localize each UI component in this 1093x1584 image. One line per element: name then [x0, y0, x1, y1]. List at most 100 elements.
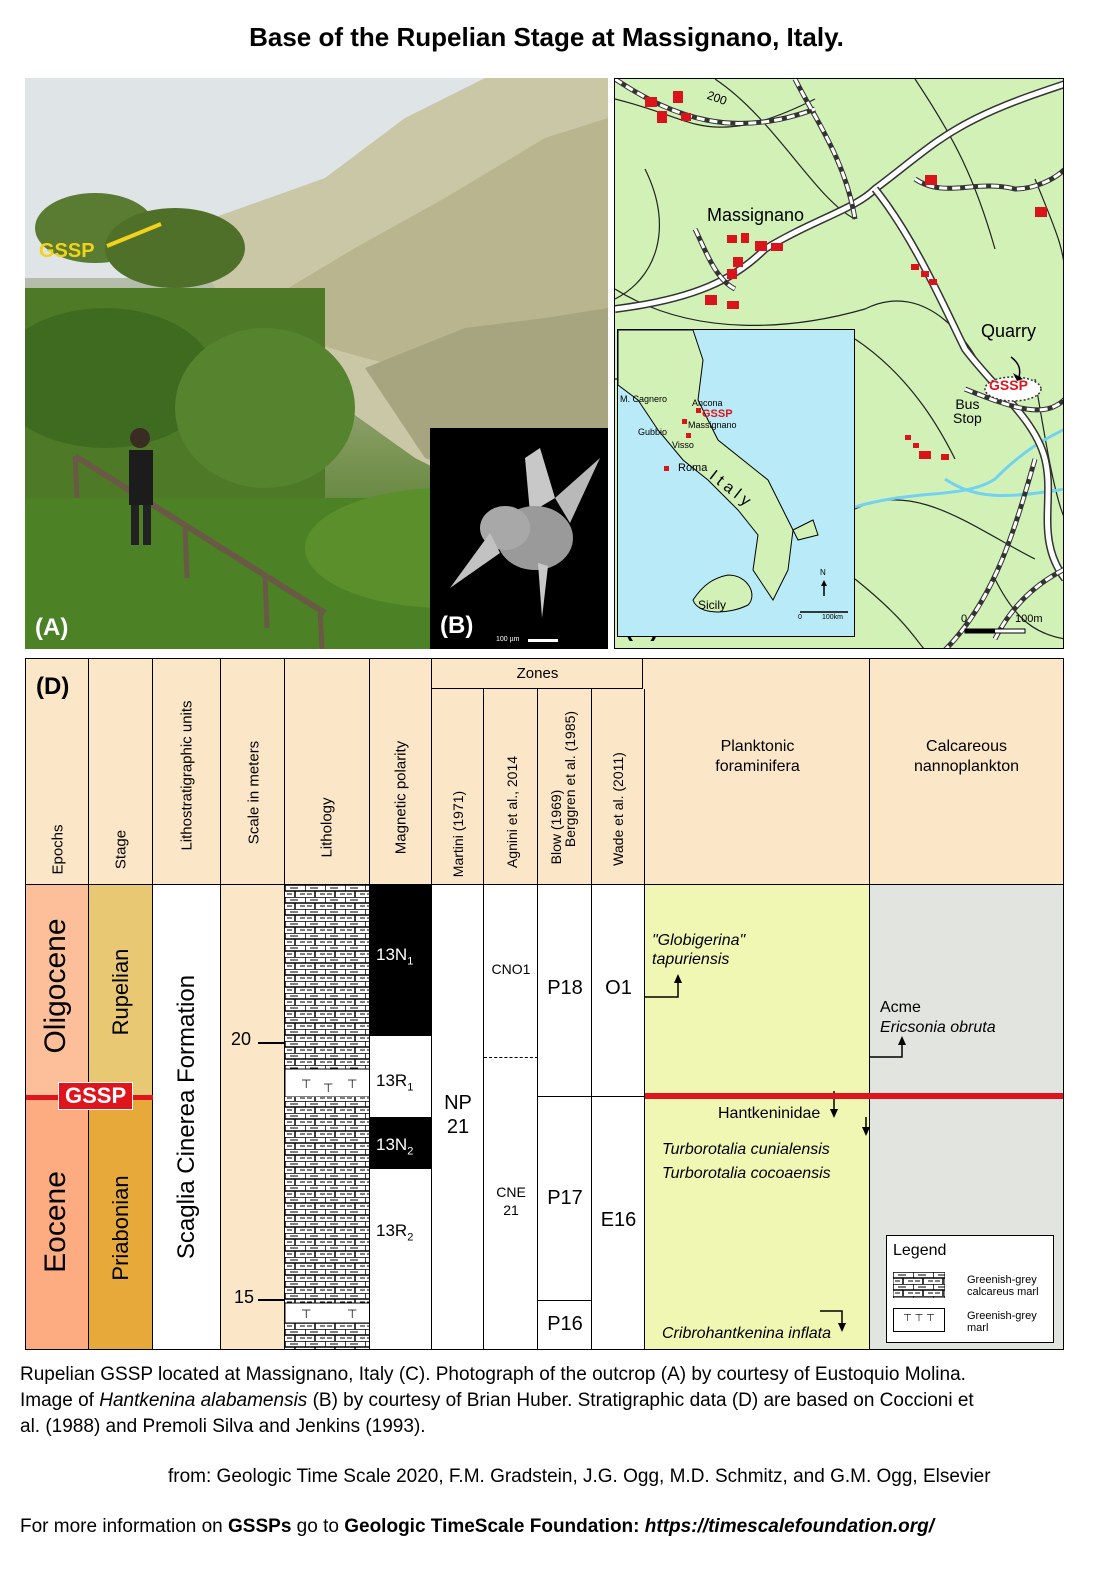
blow-p16-cell [538, 1301, 592, 1349]
foram-hantkeninidae: Hantkeninidae [718, 1105, 821, 1122]
gssp-boundary-line-right [645, 1093, 1063, 1099]
header-lithology [285, 659, 370, 885]
italy-inset-map: M. Cagnero Ancona GSSP Massignano Gubbio… [617, 329, 855, 637]
foram-cunialensis: Turborotalia cunialensis [662, 1141, 830, 1158]
panel-d-letter: (D) [36, 673, 70, 700]
svg-text:⊤: ⊤ [347, 1077, 357, 1091]
wade-o1-cell [592, 885, 645, 1097]
magnetic-13n2 [370, 1117, 432, 1169]
gssp-boundary-label: GSSP [58, 1082, 134, 1110]
page-title: Base of the Rupelian Stage at Massignano… [249, 22, 844, 52]
wade-e16-cell [592, 1097, 645, 1349]
map-label-massignano: Massignano [707, 205, 805, 225]
scale-tick-15-line [258, 1299, 285, 1301]
inset-north-label: N [820, 568, 826, 577]
inset-label-cagnero: M. Cagnero [620, 394, 668, 404]
header-nanno-text: Calcareous nannoplankton [914, 738, 1019, 775]
epoch-eocene-cell [26, 1097, 89, 1349]
timescale-foundation-link[interactable]: https://timescalefoundation.org/ [644, 1516, 934, 1537]
header-martini [432, 689, 484, 885]
caption-more-info: For more information on GSSPs go to Geol… [20, 1516, 934, 1537]
panel-a-letter: (A) [35, 614, 69, 641]
panel-b-letter: (B) [440, 612, 474, 639]
epoch-oligocene-cell [26, 885, 89, 1097]
magnetic-13r1 [370, 1035, 432, 1117]
agnini-zone-cno1: CNO1 [491, 961, 531, 977]
caption-line-2: Image of Hantkenina alabamensis (B) by c… [20, 1390, 974, 1411]
map-scale-zero: 0 [961, 613, 968, 625]
scale-tick-15: 15 [234, 1287, 255, 1307]
inset-label-roma: Roma [678, 462, 708, 474]
inset-label-sicily: Sicily [698, 598, 727, 612]
inset-label-ancona: Ancona [692, 398, 723, 408]
magnetic-13r2 [370, 1169, 432, 1349]
stage-priabonian-cell [89, 1097, 153, 1349]
martini-cell [432, 885, 484, 1349]
map-scale-end: 100m [1015, 613, 1043, 625]
header-scale [221, 659, 285, 885]
caption-line-3: al. (1988) and Premoli Silva and Jenkins… [20, 1416, 426, 1437]
wade-zone-e16: E16 [600, 1209, 637, 1231]
header-epochs [26, 659, 89, 885]
inset-label-gssp: GSSP [702, 408, 733, 420]
header-magnetic [370, 659, 432, 885]
panel-b-sem-image: (B) 100 µm [430, 428, 608, 649]
agnini-zone-cne21: CNE 21 [496, 1184, 526, 1218]
blow-zone-p16: P16 [547, 1313, 583, 1335]
forams-cell [645, 885, 870, 1349]
header-agnini [484, 689, 538, 885]
polarity-label-13r2: 13R2 [376, 1221, 414, 1244]
map-illustration [615, 79, 1063, 648]
caption-line-1: Rupelian GSSP located at Massignano, Ita… [20, 1364, 966, 1385]
martini-zone-np21: NP 21 [444, 1092, 472, 1138]
blow-zone-p17: P17 [547, 1187, 583, 1209]
header-nanno [870, 659, 1063, 885]
polarity-label-13n1: 13N1 [376, 945, 414, 968]
header-forams-text: Planktonic foraminifera [715, 738, 800, 775]
italy-shape [618, 330, 848, 613]
blow-zone-p18: P18 [547, 977, 583, 999]
legend-title: Legend [893, 1242, 947, 1259]
foram-illustration [450, 448, 600, 618]
map-label-bus-stop: Bus Stop [953, 396, 982, 426]
header-forams [645, 659, 870, 885]
agnini-dashed-boundary [484, 1057, 538, 1058]
svg-text:⊤: ⊤ [301, 1307, 311, 1321]
svg-text:⊤: ⊤ [323, 1081, 333, 1095]
caption-source: from: Geologic Time Scale 2020, F.M. Gra… [168, 1466, 991, 1487]
scale-tick-20-line [258, 1042, 285, 1044]
stage-rupelian-cell [89, 885, 153, 1097]
magnetic-13n1 [370, 885, 432, 1035]
scale-cell [221, 885, 285, 1349]
panel-c-map: Massignano 200 Quarry GSSP Bus Stop 0 10… [614, 78, 1064, 649]
lithology-pattern: ⊤ ⊤ ⊤ ⊤ ⊤ [285, 885, 369, 1349]
legend-box: Legend Greenish-grey calcareus marl ⊤ ⊤ … [886, 1235, 1054, 1343]
foram-globigerina: "Globigerina" tapuriensis [652, 932, 746, 968]
formation-cell [153, 885, 221, 1349]
legend-swatch-marl: ⊤ ⊤ ⊤ [893, 1308, 945, 1332]
nanno-acme: Acme [880, 999, 921, 1016]
foram-cribro: Cribrohantkenina inflata [662, 1325, 831, 1342]
wade-zone-o1: O1 [605, 977, 632, 999]
header-litho [153, 659, 221, 885]
inset-scale-end: 100km [822, 614, 844, 621]
header-wade [592, 689, 645, 885]
sem-scale-text: 100 µm [496, 636, 520, 643]
nanno-ericsonia: Ericsonia obruta [880, 1019, 996, 1036]
blow-p18-cell [538, 885, 592, 1097]
foram-cocoaensis: Turborotalia cocoaensis [662, 1165, 831, 1182]
polarity-label-13r1: 13R1 [376, 1071, 414, 1094]
header-zones-text: Zones [516, 665, 559, 682]
inset-scale-zero: 0 [798, 614, 802, 621]
inset-label-gubbio: Gubbio [638, 427, 668, 437]
svg-text:⊤: ⊤ [301, 1077, 311, 1091]
event-arrows [645, 974, 906, 1332]
header-blow [538, 689, 592, 885]
map-label-gssp: GSSP [989, 377, 1028, 393]
inset-label-massignano: Massignano [688, 420, 737, 430]
inset-label-visso: Visso [672, 440, 694, 450]
blow-p17-cell [538, 1097, 592, 1301]
header-stage [89, 659, 153, 885]
sem-scale-bar [528, 639, 558, 642]
header-zones [432, 659, 643, 689]
